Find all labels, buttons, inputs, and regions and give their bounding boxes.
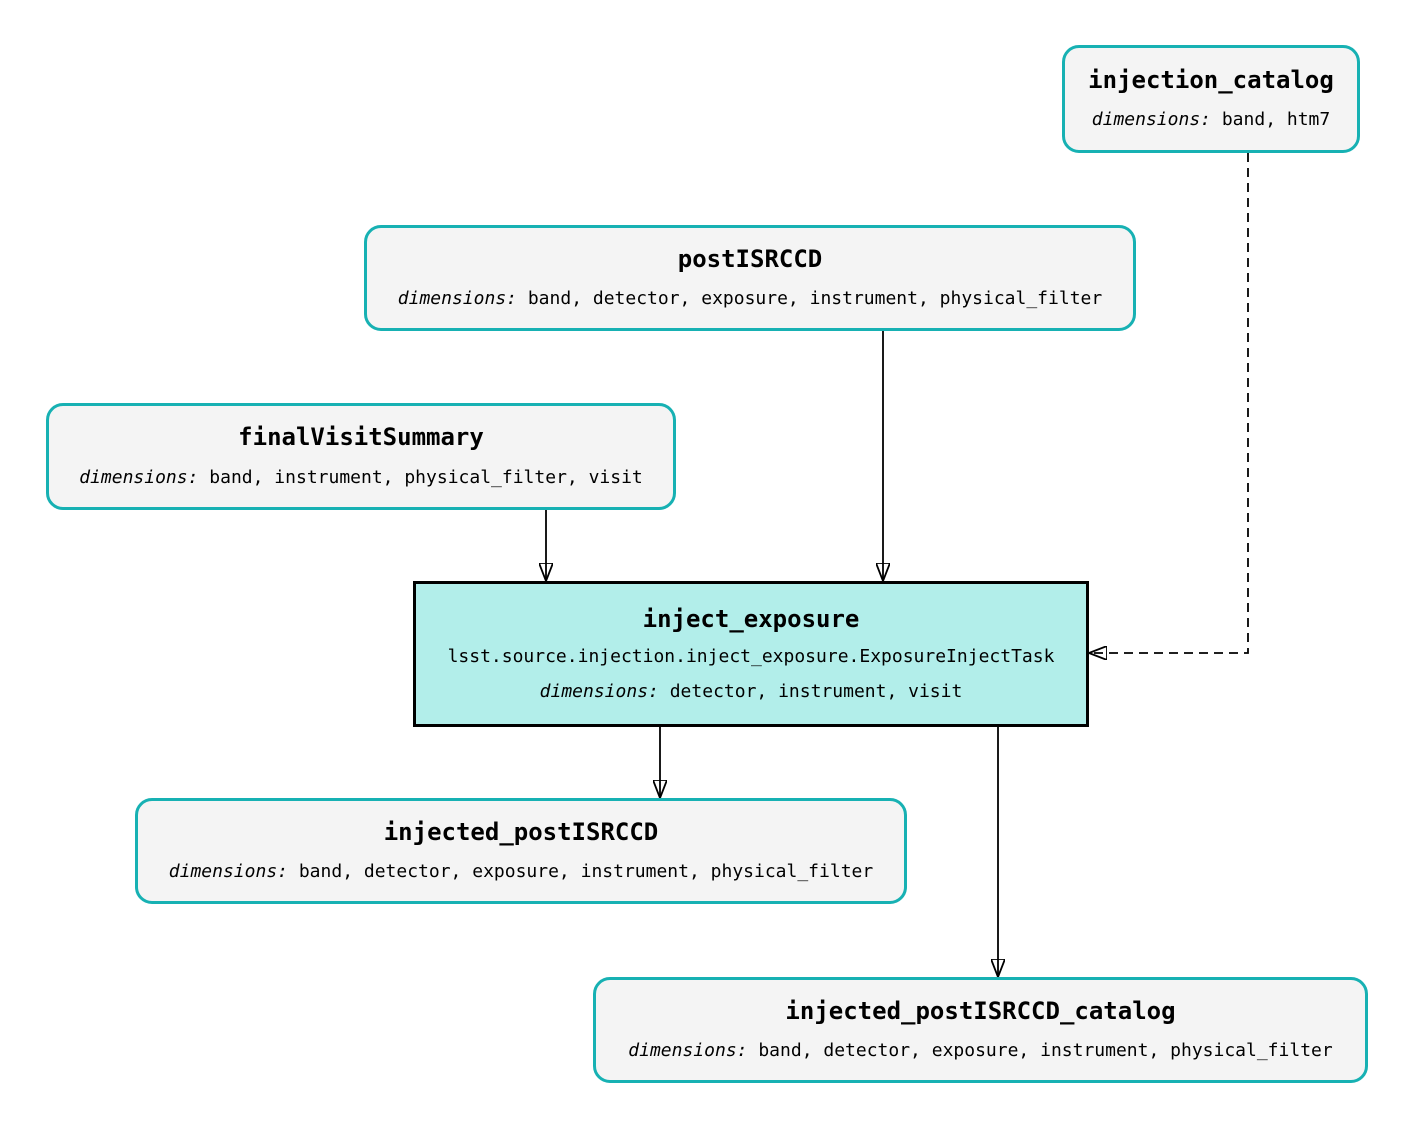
dimensions-values: band, detector, exposure, instrument, ph… bbox=[758, 1040, 1333, 1062]
dimensions-label: dimensions: bbox=[79, 466, 199, 488]
dimensions-label: dimensions: bbox=[628, 1040, 748, 1062]
node-title: inject_exposure bbox=[642, 604, 860, 633]
node-injection-catalog: injection_catalog dimensions: band, htm7 bbox=[1062, 45, 1360, 153]
node-title: finalVisitSummary bbox=[238, 423, 484, 452]
node-title: injected_postISRCCD_catalog bbox=[785, 996, 1176, 1025]
dimensions-label: dimensions: bbox=[539, 680, 659, 702]
node-title: injected_postISRCCD bbox=[383, 817, 659, 846]
node-dimensions: dimensions: band, detector, exposure, in… bbox=[169, 862, 873, 883]
node-injected-postISRCCD: injected_postISRCCD dimensions: band, de… bbox=[135, 798, 907, 904]
task-class-path: lsst.source.injection.inject_exposure.Ex… bbox=[447, 646, 1055, 668]
node-dimensions: dimensions: band, detector, exposure, in… bbox=[628, 1041, 1332, 1062]
node-postISRCCD: postISRCCD dimensions: band, detector, e… bbox=[364, 225, 1136, 331]
node-injected-postISRCCD-catalog: injected_postISRCCD_catalog dimensions: … bbox=[593, 977, 1368, 1083]
node-title: injection_catalog bbox=[1088, 65, 1334, 94]
node-dimensions: dimensions: band, detector, exposure, in… bbox=[398, 289, 1102, 310]
dimensions-values: band, htm7 bbox=[1221, 109, 1331, 131]
node-title: postISRCCD bbox=[677, 244, 823, 273]
edge-injection_catalog-to-inject_exposure bbox=[1090, 153, 1249, 653]
node-dimensions: dimensions: band, htm7 bbox=[1092, 110, 1330, 131]
dimensions-values: detector, instrument, visit bbox=[669, 680, 963, 702]
node-finalVisitSummary: finalVisitSummary dimensions: band, inst… bbox=[46, 403, 676, 510]
dimensions-values: band, instrument, physical_filter, visit bbox=[209, 466, 643, 488]
dimensions-values: band, detector, exposure, instrument, ph… bbox=[298, 861, 874, 883]
dimensions-values: band, detector, exposure, instrument, ph… bbox=[527, 288, 1103, 310]
dimensions-label: dimensions: bbox=[397, 288, 517, 310]
node-inject-exposure-task: inject_exposure lsst.source.injection.in… bbox=[413, 581, 1089, 727]
dimensions-label: dimensions: bbox=[1091, 109, 1211, 131]
node-dimensions: dimensions: band, instrument, physical_f… bbox=[79, 466, 643, 489]
dimensions-label: dimensions: bbox=[168, 861, 288, 883]
node-dimensions: dimensions: detector, instrument, visit bbox=[539, 680, 963, 703]
